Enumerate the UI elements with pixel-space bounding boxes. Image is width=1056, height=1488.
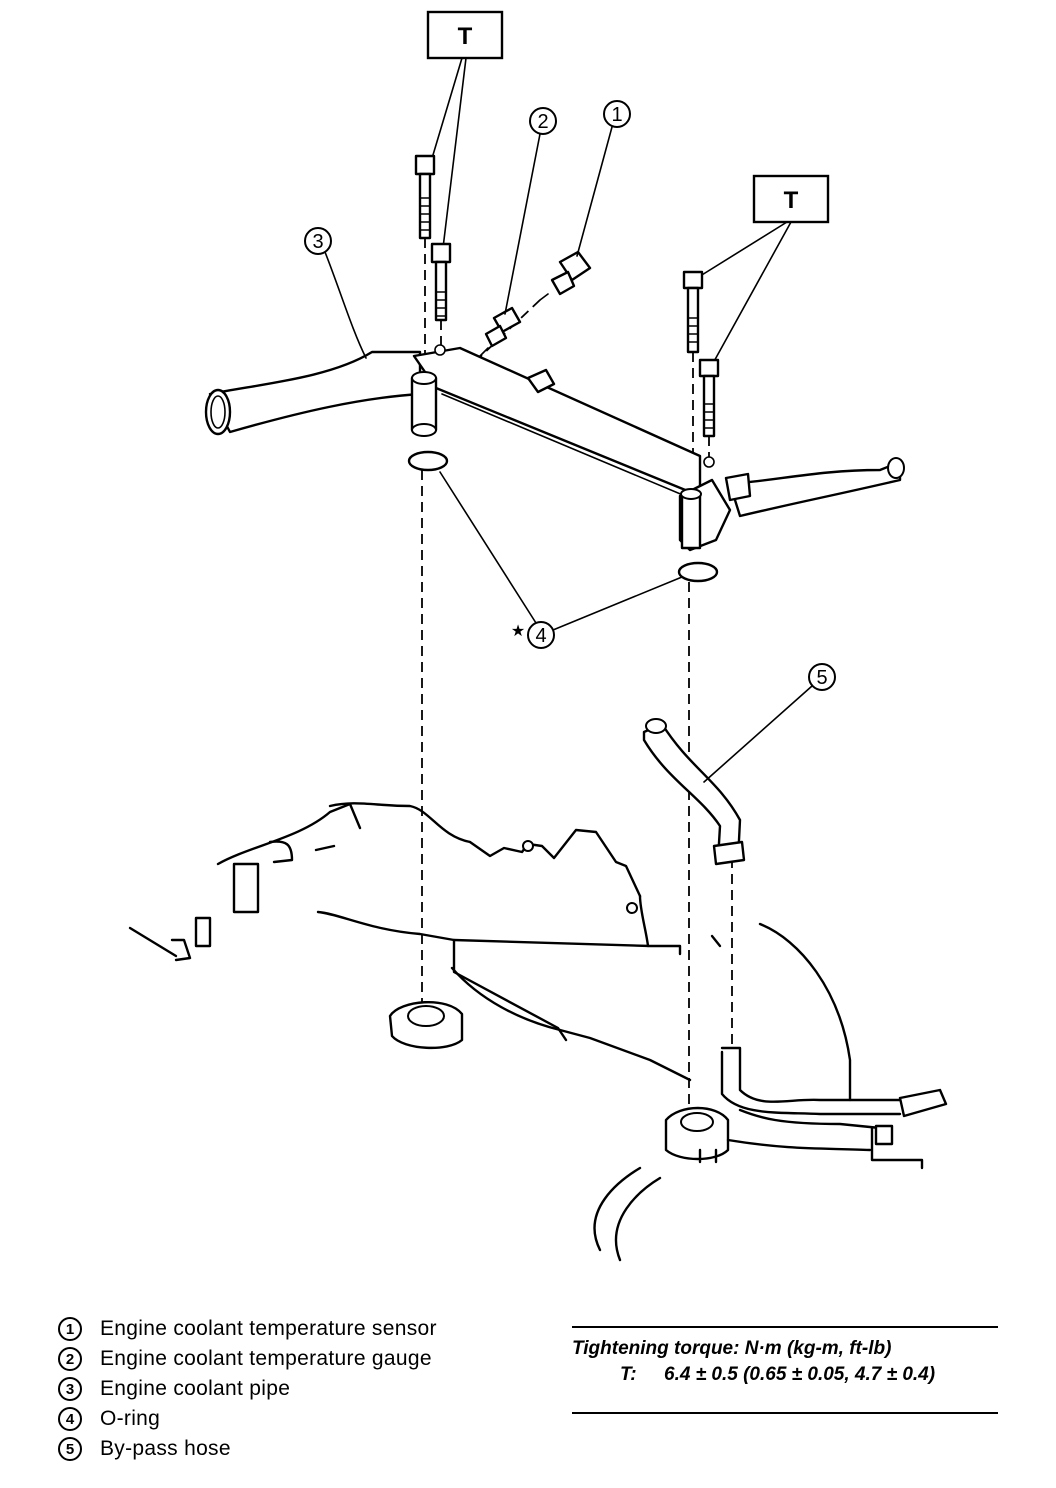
exploded-view-diagram: T T <box>128 10 948 1262</box>
legend-label: Engine coolant temperature gauge <box>100 1347 432 1370</box>
bypass-hose <box>642 718 746 866</box>
engine-coolant-pipe <box>204 344 905 552</box>
bolt-right-long <box>682 270 704 354</box>
legend-label: O-ring <box>100 1407 161 1430</box>
legend-number: 3 <box>58 1377 82 1401</box>
callout-5: 5 <box>703 663 836 783</box>
svg-text:T: T <box>458 23 473 50</box>
torque-box-left: T <box>426 10 504 60</box>
torque-leaders <box>429 57 792 366</box>
legend-label: By-pass hose <box>100 1437 231 1460</box>
bolt-left-short <box>430 242 452 322</box>
torque-top-rule <box>572 1326 998 1328</box>
svg-text:5: 5 <box>816 667 827 689</box>
legend-number: 1 <box>58 1317 82 1341</box>
svg-text:3: 3 <box>312 231 323 253</box>
parts-legend: 1 Engine coolant temperature sensor 2 En… <box>58 1314 528 1464</box>
legend-label: Engine coolant pipe <box>100 1377 291 1400</box>
torque-key: T: <box>620 1364 637 1385</box>
alignment-lines <box>421 470 733 1130</box>
legend-item: 2 Engine coolant temperature gauge <box>58 1344 528 1374</box>
torque-bottom-rule <box>572 1412 998 1414</box>
torque-box-right: T <box>752 174 830 224</box>
torque-row: T: 6.4 ± 0.5 (0.65 ± 0.05, 4.7 ± 0.4) <box>572 1364 998 1386</box>
svg-text:★: ★ <box>511 623 525 640</box>
svg-text:2: 2 <box>537 111 548 133</box>
torque-spec-box: Tightening torque: N·m (kg-m, ft-lb) T: … <box>572 1326 998 1414</box>
coolant-temp-gauge <box>479 306 522 357</box>
callout-4: ★ 4 <box>439 471 683 649</box>
legend-label: Engine coolant temperature sensor <box>100 1317 437 1340</box>
legend-item: 3 Engine coolant pipe <box>58 1374 528 1404</box>
legend-number: 4 <box>58 1407 82 1431</box>
o-ring-left <box>407 450 449 472</box>
o-ring-right <box>677 561 719 583</box>
bolt-right-short <box>698 358 720 438</box>
torque-value: 6.4 ± 0.5 (0.65 ± 0.05, 4.7 ± 0.4) <box>664 1364 936 1385</box>
legend-item: 5 By-pass hose <box>58 1434 528 1464</box>
callout-3: 3 <box>304 227 367 359</box>
engine-block-outline <box>128 802 948 1262</box>
legend-number: 5 <box>58 1437 82 1461</box>
legend-item: 4 O-ring <box>58 1404 528 1434</box>
bolt-left-long <box>414 154 436 240</box>
svg-text:T: T <box>784 187 799 214</box>
legend-item: 1 Engine coolant temperature sensor <box>58 1314 528 1344</box>
svg-text:4: 4 <box>535 625 546 647</box>
torque-title: Tightening torque: N·m (kg-m, ft-lb) <box>572 1338 892 1359</box>
svg-text:1: 1 <box>611 104 622 126</box>
callout-2: 2 <box>504 107 557 315</box>
callout-1: 1 <box>576 100 631 257</box>
legend-number: 2 <box>58 1347 82 1371</box>
